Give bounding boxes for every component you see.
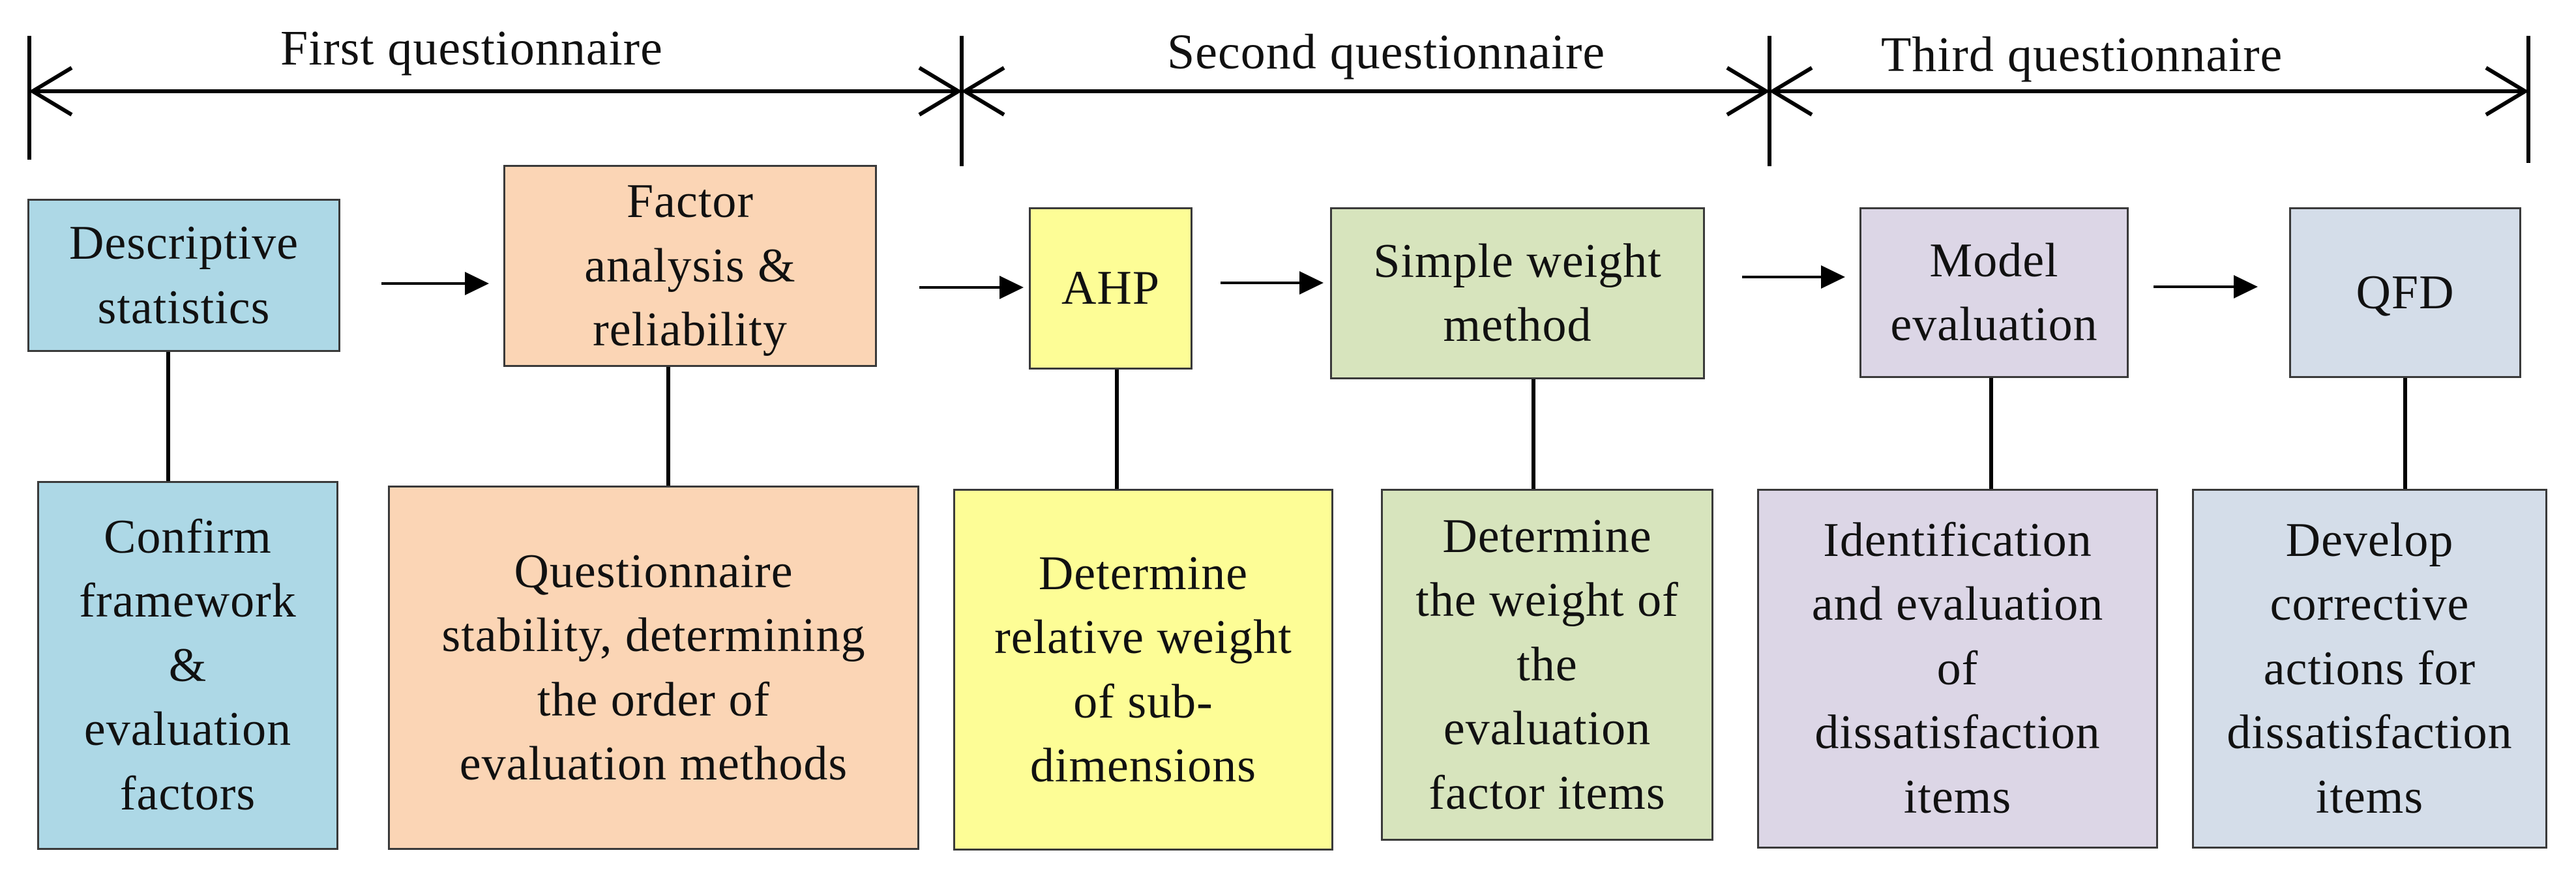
phase-label-third: Third questionnaire [1881,27,2283,82]
method-box-descriptive-statistics: Descriptive statistics [27,199,340,352]
outcome-label: Confirm framework & evaluation factors [79,510,297,821]
method-label: Simple weight method [1373,234,1662,352]
phase-span-arrow-third [1769,66,2529,117]
outcome-label: Develop corrective actions for dissatisf… [2227,513,2513,824]
flow-arrowhead-2 [999,276,1024,299]
method-label: Factor analysis & reliability [584,175,796,357]
flow-arrowhead-1 [465,272,489,295]
method-label: QFD [2356,265,2455,319]
method-label: Model evaluation [1890,233,2098,351]
outcome-label: Identification and evaluation of dissati… [1811,513,2104,824]
method-box-factor-analysis: Factor analysis & reliability [503,165,877,367]
method-label: AHP [1061,261,1161,315]
phase-label-second: Second questionnaire [1167,25,1606,80]
phase-span-arrow-second [961,66,1770,117]
outcome-box-confirm-framework: Confirm framework & evaluation factors [37,481,338,850]
outcome-box-corrective-actions: Develop corrective actions for dissatisf… [2192,489,2547,849]
outcome-box-relative-weight: Determine relative weight of sub- dimens… [953,489,1333,851]
flow-arrowhead-4 [1821,265,1845,289]
method-box-qfd: QFD [2289,207,2521,378]
phase-label-first: First questionnaire [280,21,663,76]
outcome-label: Determine relative weight of sub- dimens… [994,546,1292,793]
outcome-box-questionnaire-stability: Questionnaire stability, determining the… [388,486,919,850]
method-box-simple-weight: Simple weight method [1330,207,1705,379]
phase-span-arrow-first [29,66,962,117]
method-box-model-evaluation: Model evaluation [1859,207,2129,378]
outcome-box-dissatisfaction-evaluation: Identification and evaluation of dissati… [1757,489,2158,849]
outcome-label: Questionnaire stability, determining the… [441,544,866,791]
outcome-label: Determine the weight of the evaluation f… [1415,509,1679,820]
flow-arrowhead-5 [2234,275,2258,299]
flow-arrowhead-3 [1299,271,1324,295]
method-label: Descriptive statistics [68,216,299,334]
outcome-box-factor-weight: Determine the weight of the evaluation f… [1381,489,1713,841]
method-box-ahp: AHP [1029,207,1192,370]
